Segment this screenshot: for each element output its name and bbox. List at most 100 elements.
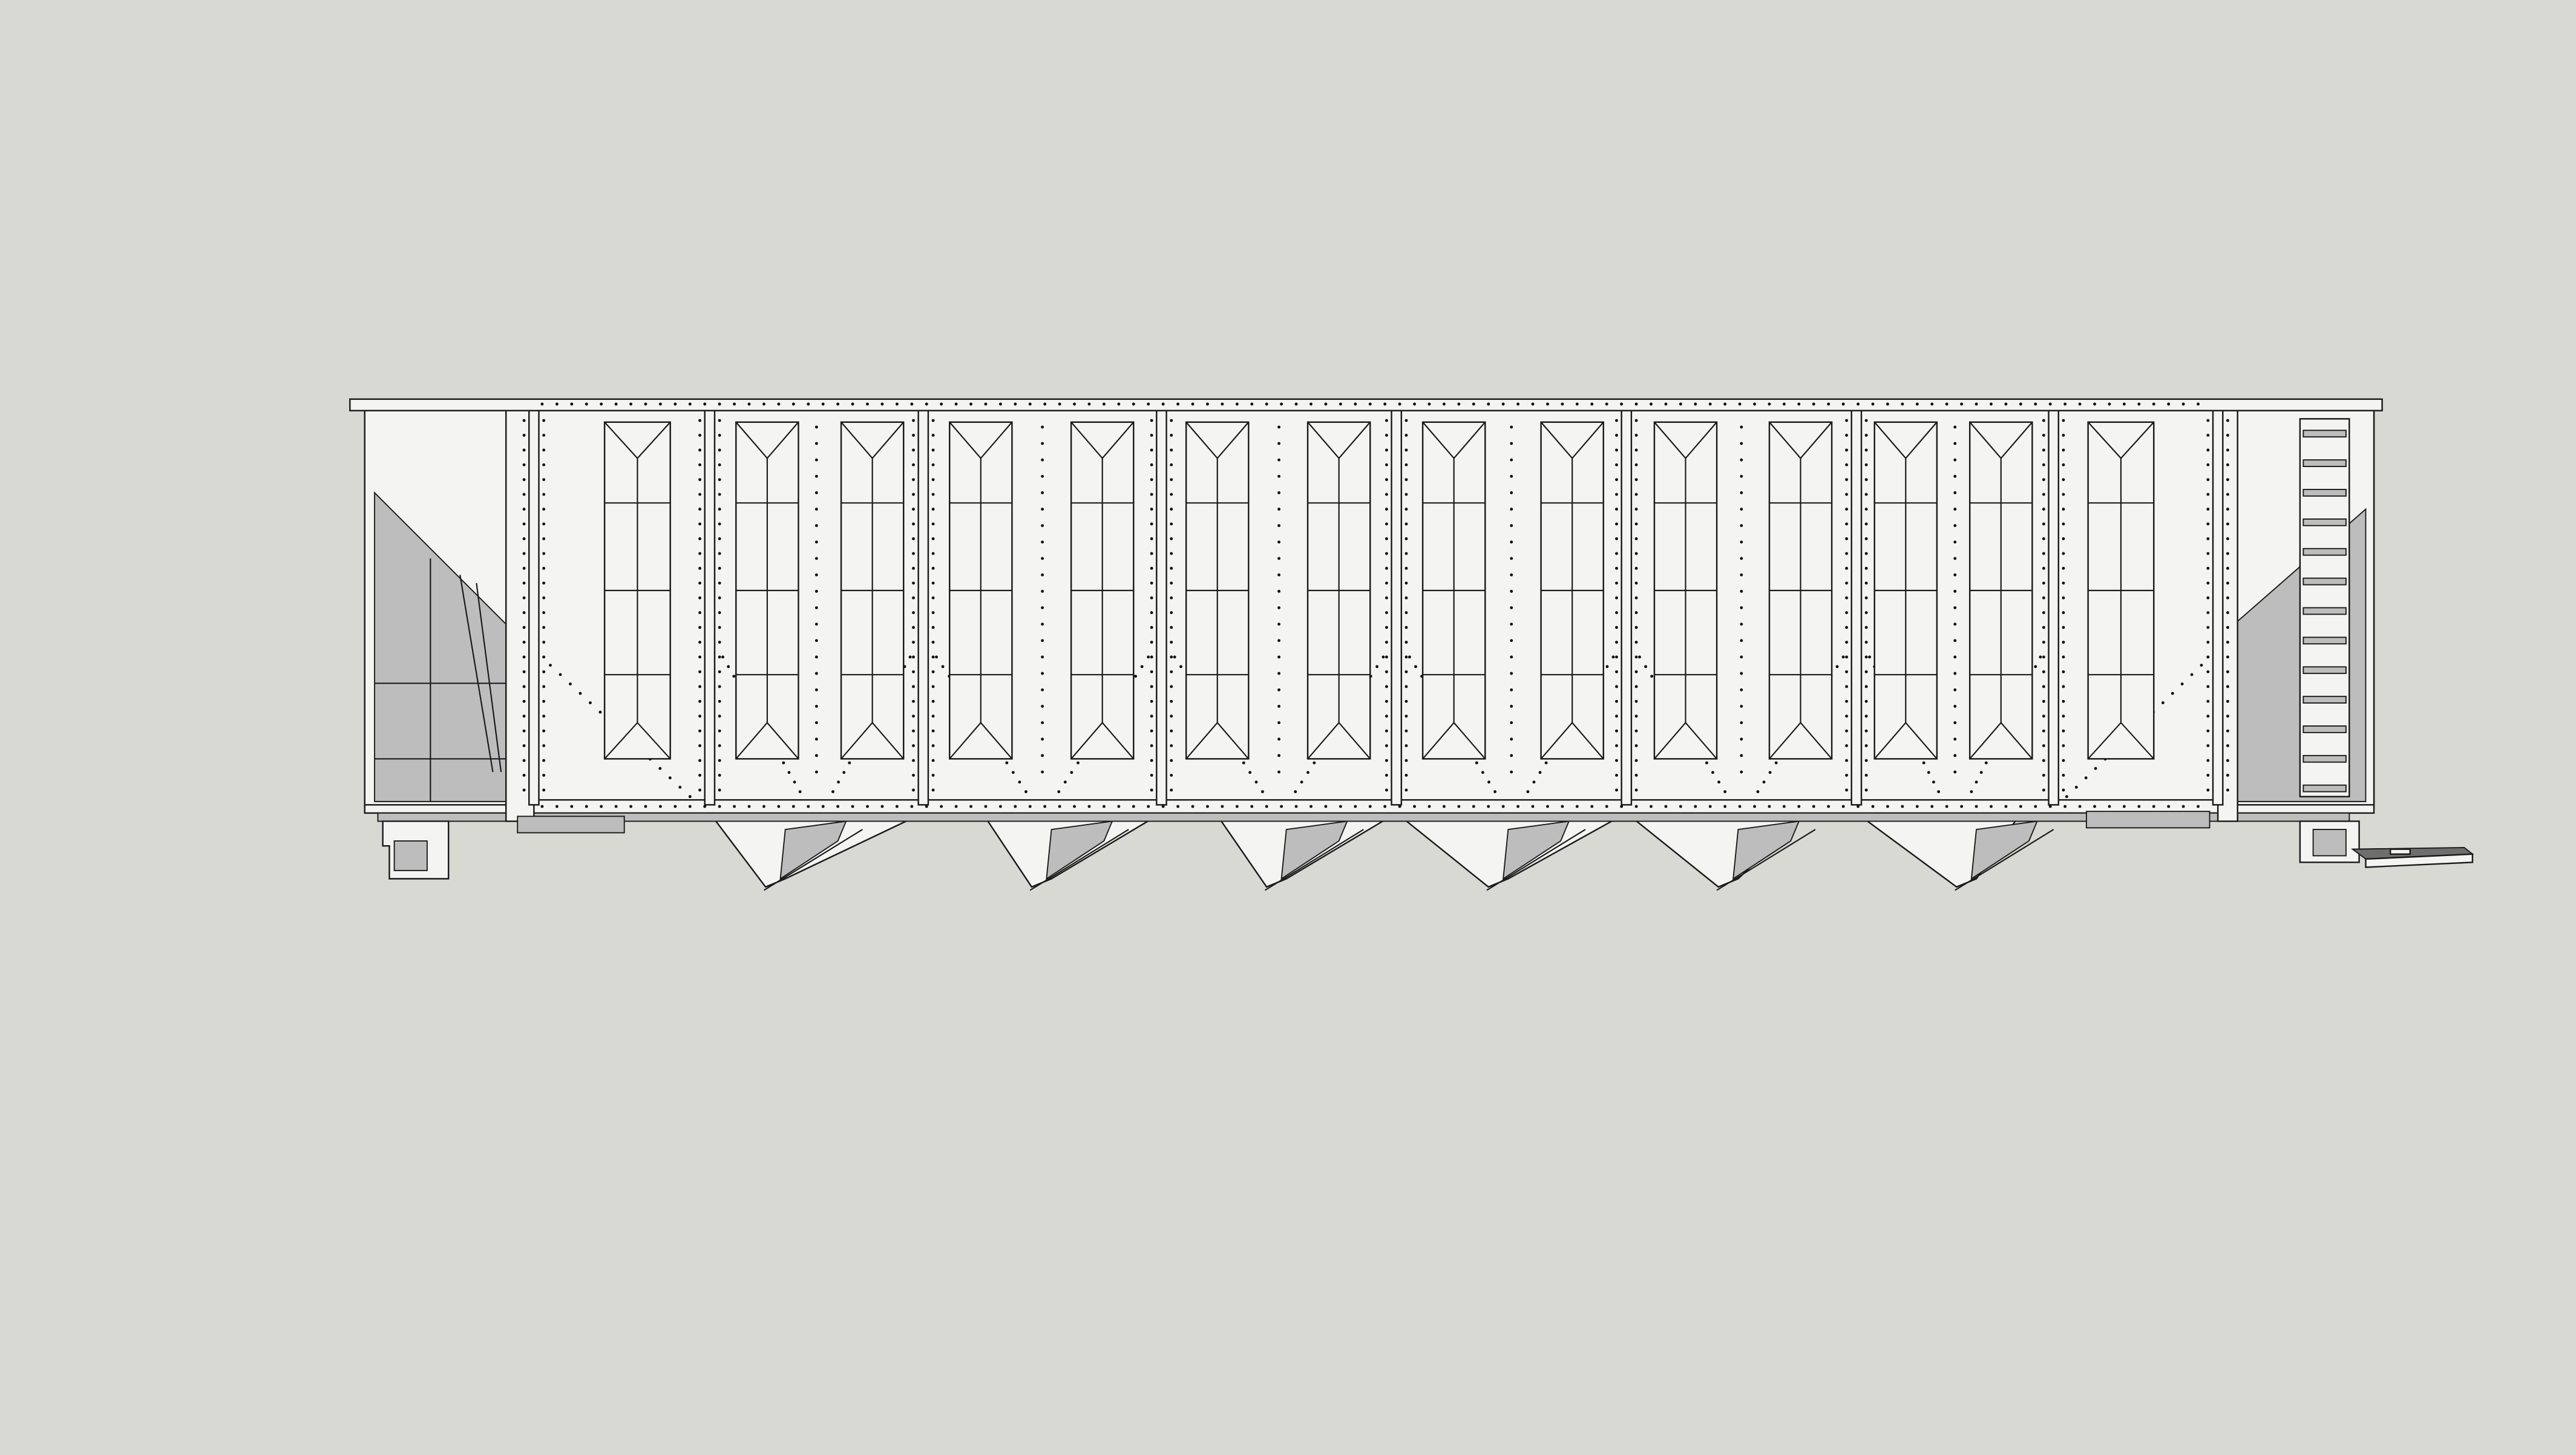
rivet — [1864, 729, 1868, 733]
rivet — [1634, 774, 1638, 777]
rivet — [1221, 805, 1224, 808]
side-window — [735, 421, 799, 760]
rivet — [1324, 402, 1328, 406]
rivet — [2062, 744, 2065, 748]
rivet — [555, 402, 559, 406]
rivet — [1385, 596, 1388, 600]
rivet — [1864, 478, 1868, 482]
rivet — [2042, 729, 2045, 733]
rivet — [718, 759, 721, 762]
rivet — [1510, 770, 1513, 774]
rivet — [1041, 672, 1044, 675]
rivet — [1404, 774, 1408, 777]
rivet — [2206, 434, 2210, 437]
rivet — [1634, 670, 1638, 673]
rivet — [1493, 790, 1497, 794]
rivet — [2206, 566, 2210, 570]
rivet — [1087, 805, 1091, 808]
rivet — [1404, 492, 1408, 496]
rivet — [1134, 675, 1138, 678]
rivet — [2226, 626, 2229, 629]
rivet — [1634, 478, 1638, 482]
rivet — [1845, 596, 1849, 600]
rivet — [1930, 805, 1934, 808]
rivet — [698, 566, 702, 570]
rivet — [747, 805, 751, 808]
rivet — [1864, 434, 1868, 437]
rivet — [1615, 611, 1618, 615]
end-ladder[interactable] — [2299, 418, 2350, 797]
rivet — [1740, 573, 1743, 577]
rivet — [698, 714, 702, 718]
ladder-rung — [2302, 725, 2347, 733]
rivet — [1385, 759, 1388, 762]
rivet — [1277, 491, 1281, 494]
rivet — [1277, 606, 1281, 609]
rivet — [522, 463, 526, 466]
rivet — [542, 729, 546, 733]
rivet — [2074, 785, 2078, 789]
rivet — [1150, 729, 1153, 733]
rivet — [718, 744, 721, 748]
rivet — [910, 402, 914, 406]
rivet — [1294, 805, 1298, 808]
door-lever — [1486, 829, 1586, 891]
rivet — [1845, 744, 1849, 748]
rivet — [1404, 463, 1408, 466]
rivet — [984, 402, 988, 406]
hopper-door-gear — [1046, 820, 1113, 880]
rivet — [1170, 670, 1173, 673]
rivet — [2062, 641, 2065, 644]
rivet — [1170, 478, 1173, 482]
rivet — [1762, 780, 1766, 784]
rivet — [585, 805, 588, 808]
rivet — [1868, 655, 1872, 659]
rivet — [1650, 805, 1653, 808]
rivet — [1797, 805, 1801, 808]
rivet — [1694, 402, 1697, 406]
rivet — [814, 589, 818, 593]
rivet — [542, 552, 546, 555]
rivet — [1723, 402, 1727, 406]
rivet — [1845, 611, 1849, 615]
rivet — [522, 596, 526, 600]
rivet — [1953, 508, 1957, 511]
rivet — [1277, 639, 1281, 642]
rivet — [1634, 522, 1638, 526]
rivet — [1984, 761, 1988, 765]
rivet — [718, 581, 721, 585]
rivet — [908, 655, 912, 659]
rivet — [2063, 402, 2067, 406]
rivet — [836, 402, 840, 406]
rivet — [1768, 771, 1772, 774]
side-window — [840, 421, 905, 760]
rivet — [718, 463, 721, 466]
rivet — [718, 419, 721, 422]
rivet — [1442, 805, 1446, 808]
side-post — [2212, 410, 2224, 806]
rivet — [1864, 596, 1868, 600]
rivet — [2004, 402, 2008, 406]
rivet — [1845, 581, 1849, 585]
rivet — [1740, 524, 1743, 528]
rivet — [718, 537, 721, 540]
rivet — [2226, 759, 2229, 762]
rivet — [1117, 805, 1121, 808]
rivet — [2206, 463, 2210, 466]
rivet — [522, 611, 526, 615]
rivet — [814, 474, 818, 478]
rivet — [1932, 780, 1935, 784]
rivet — [1383, 402, 1387, 406]
rivet — [1277, 754, 1281, 757]
rivet — [1277, 540, 1281, 544]
end-platform[interactable] — [2350, 846, 2474, 868]
rivet — [1150, 714, 1153, 718]
rivet — [1375, 665, 1379, 669]
rivet — [1173, 655, 1176, 659]
ladder-rung — [2302, 666, 2347, 675]
rivet — [542, 508, 546, 511]
rivet — [1615, 492, 1618, 496]
rivet — [698, 641, 702, 644]
